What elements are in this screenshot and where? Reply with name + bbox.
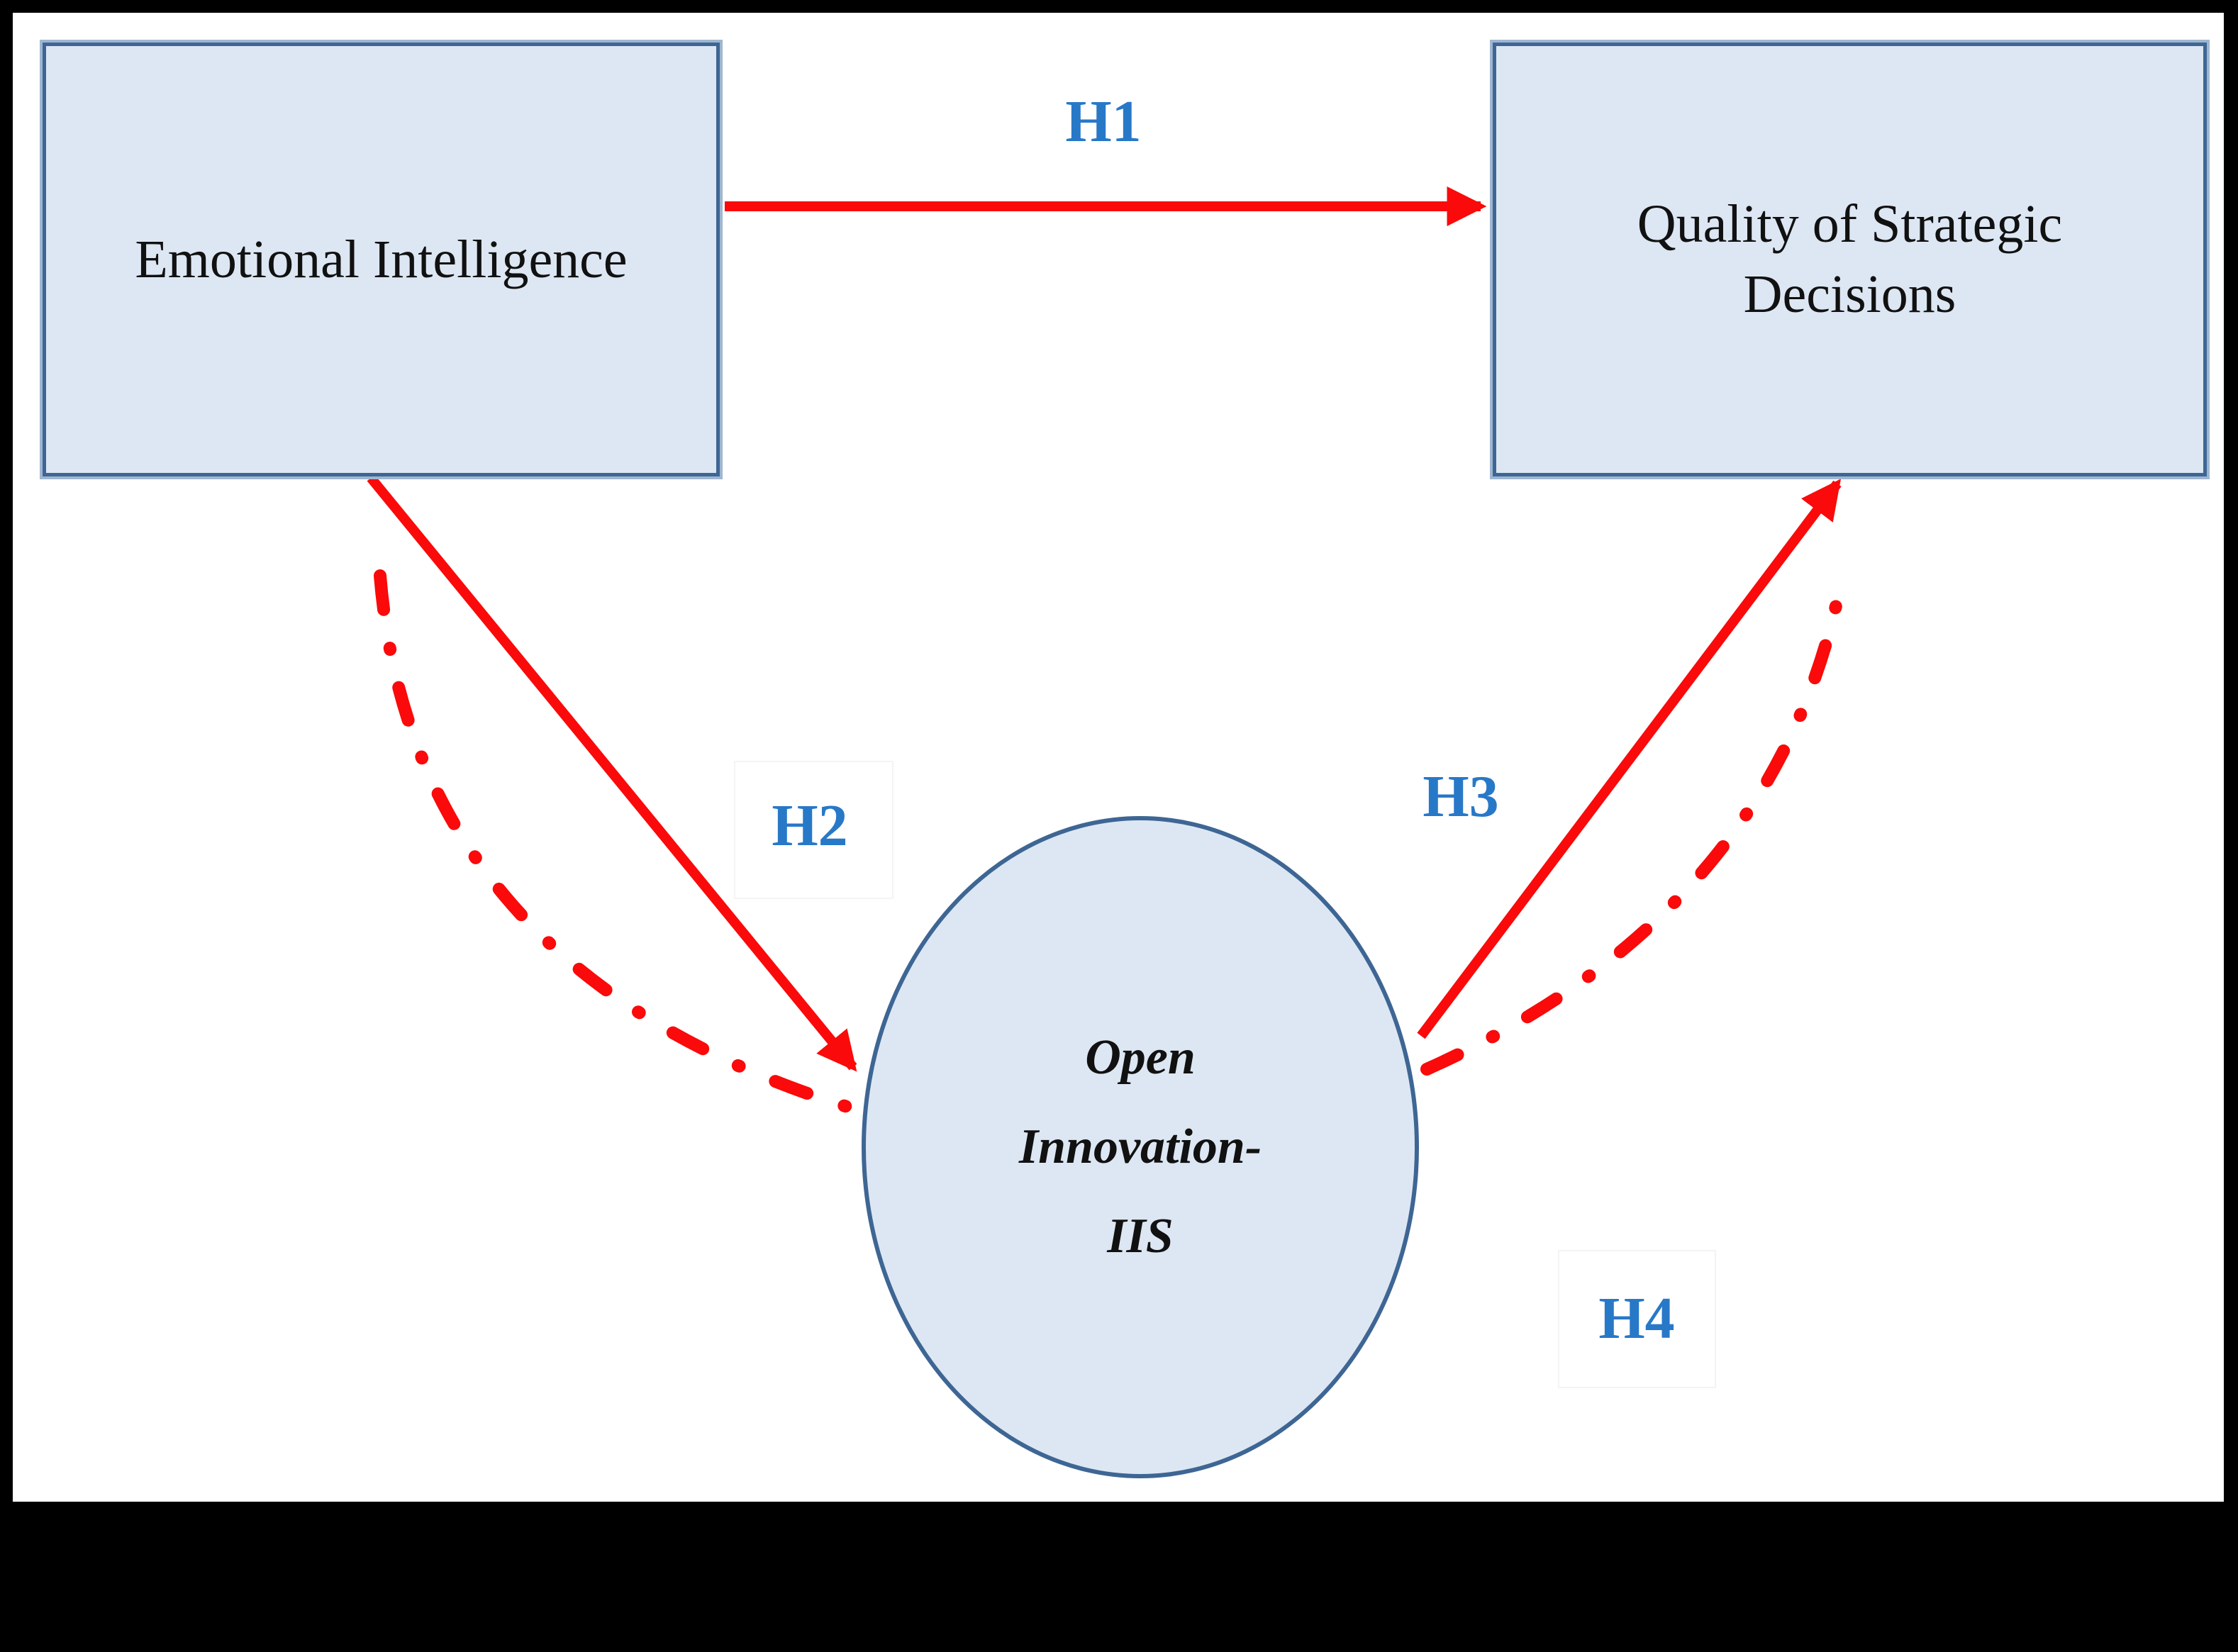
h4-label-textbox-outline	[1558, 1250, 1716, 1388]
node-open-innovation-iis: Open Innovation- IIS	[862, 816, 1419, 1478]
node-qsd-label-line1: Quality of Strategic	[1637, 194, 2063, 255]
node-qsd-label-line2: Decisions	[1743, 264, 1956, 324]
h2-label-textbox-outline	[734, 761, 893, 899]
h4-label: H4	[1598, 1285, 1675, 1351]
node-quality-of-strategic-decisions: Quality of Strategic Decisions	[1493, 43, 2207, 476]
node-emotional-intelligence: Emotional Intelligence	[43, 43, 720, 476]
h2-label: H2	[772, 793, 848, 859]
node-emotional-intelligence-label: Emotional Intelligence	[135, 229, 628, 289]
node-oi-label-line1: Open	[1085, 1030, 1196, 1085]
h1-label: H1	[1065, 89, 1142, 155]
node-oi-label-line2: Innovation-	[1018, 1120, 1262, 1174]
node-oi-label-line3: IIS	[1107, 1209, 1174, 1263]
h3-label: H3	[1423, 764, 1499, 830]
